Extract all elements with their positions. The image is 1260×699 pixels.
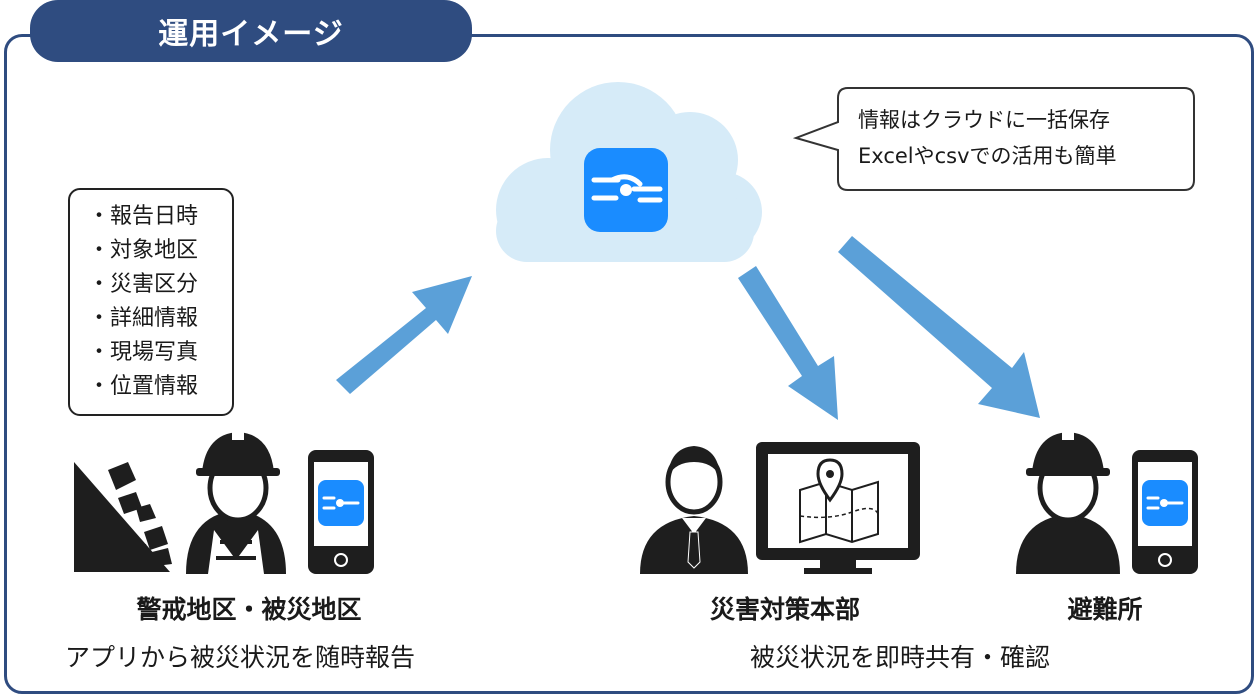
left-group-label: 警戒地区・被災地区 [136, 595, 362, 624]
report-item: 対象地区 [88, 234, 232, 268]
office-worker-icon [640, 446, 748, 574]
share-arrow-hq [738, 266, 838, 420]
monitor-map-icon [756, 442, 920, 574]
speech-bubble [792, 87, 1195, 191]
smartphone-icon [308, 450, 374, 574]
landslide-icon [74, 462, 172, 572]
share-arrow-shelter [838, 236, 1040, 418]
app-logo-icon [584, 148, 668, 232]
report-item: 現場写真 [88, 336, 232, 370]
report-item: 位置情報 [88, 370, 232, 404]
right-group-caption: 被災状況を即時共有・確認 [749, 643, 1050, 672]
report-item: 詳細情報 [88, 302, 232, 336]
left-group-caption: アプリから被災状況を随時報告 [64, 643, 415, 672]
report-item: 災害区分 [88, 268, 232, 302]
diagram-title: 運用イメージ [30, 0, 472, 62]
smartphone-icon-right [1132, 450, 1198, 574]
report-items-box: 報告日時 対象地区 災害区分 詳細情報 現場写真 位置情報 [68, 188, 234, 416]
bubble-line-2: Excelやcsvでの活用も簡単 [858, 144, 1117, 168]
shelter-worker-icon [1016, 428, 1120, 574]
worker-icon [186, 428, 286, 574]
speech-bubble-text: 情報はクラウドに一括保存 Excelやcsvでの活用も簡単 [858, 102, 1117, 174]
upload-arrow [336, 276, 472, 394]
shelter-label: 避難所 [1067, 595, 1143, 624]
bubble-line-1: 情報はクラウドに一括保存 [858, 108, 1110, 132]
report-item: 報告日時 [88, 200, 232, 234]
hq-label: 災害対策本部 [709, 595, 860, 624]
